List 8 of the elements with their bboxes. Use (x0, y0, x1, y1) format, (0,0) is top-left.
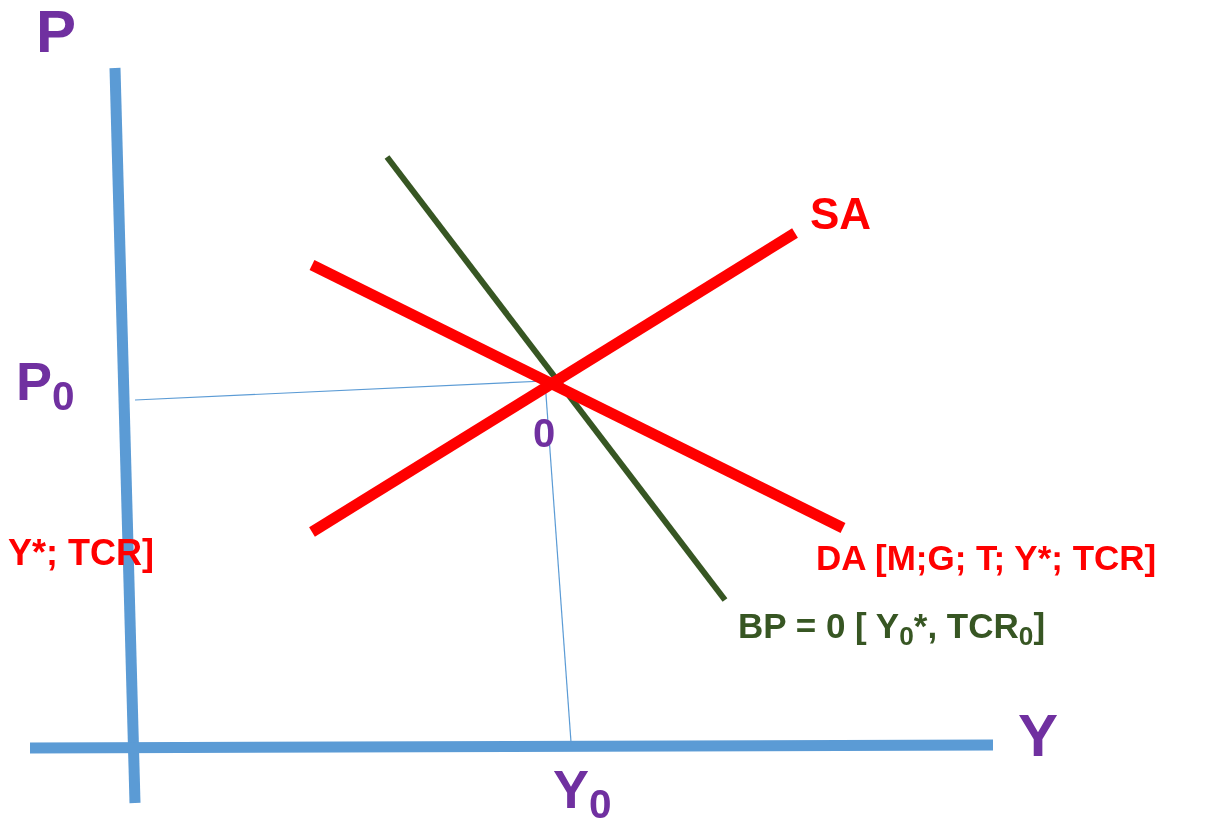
axis-value: P$_{0}$ (16, 350, 75, 416)
curve-label: BP = 0 [ Y$_{0}$*, TCR$_{0}$] (738, 605, 1046, 648)
axis-label: Y (1018, 701, 1059, 771)
curve-label: SA (810, 188, 872, 240)
point-label: 0 (533, 410, 556, 457)
curve-label: DA [M;G; T; Y*; TCR] (816, 537, 1157, 579)
axis-value: Y$_{0}$ (553, 758, 612, 824)
axis-label: P (36, 0, 77, 67)
